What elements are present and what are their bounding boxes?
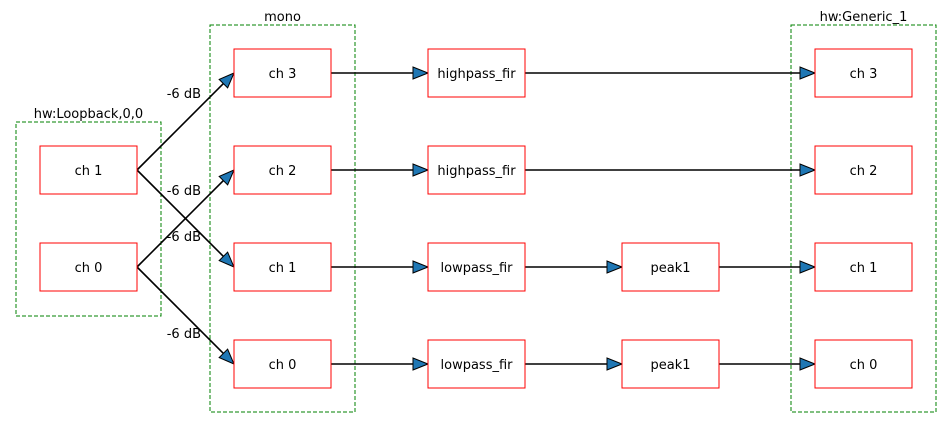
group-label-generic: hw:Generic_1 bbox=[820, 10, 908, 25]
edge-lb-ch0-to-mono-ch2 bbox=[136, 169, 235, 268]
edge-filter-1-to-peak-1 bbox=[525, 260, 624, 274]
node-out-ch3: ch 3 bbox=[814, 48, 913, 98]
node-box bbox=[233, 242, 332, 292]
node-label: ch 0 bbox=[850, 358, 878, 373]
node-out-ch1: ch 1 bbox=[814, 242, 913, 292]
node-box bbox=[39, 242, 138, 292]
arrow-head bbox=[218, 169, 235, 186]
arrow-head bbox=[218, 251, 235, 268]
group-box-mono bbox=[209, 24, 356, 413]
arrow-head bbox=[412, 163, 430, 177]
node-filter-1: lowpass_fir bbox=[427, 242, 526, 292]
node-filter-3: highpass_fir bbox=[427, 48, 526, 98]
node-box bbox=[233, 145, 332, 195]
node-mono-ch3: ch 3 bbox=[233, 48, 332, 98]
arrow-head bbox=[606, 260, 624, 274]
node-label: lowpass_fir bbox=[441, 358, 514, 373]
node-lb-ch1: ch 1 bbox=[39, 145, 138, 195]
node-filter-2: highpass_fir bbox=[427, 145, 526, 195]
node-label: highpass_fir bbox=[437, 67, 516, 82]
arrow-head bbox=[412, 260, 430, 274]
edge-mono-ch2-to-filter-2 bbox=[331, 163, 430, 177]
arrow-head bbox=[218, 72, 235, 89]
arrow-head bbox=[412, 66, 430, 80]
node-label: highpass_fir bbox=[437, 164, 516, 179]
arrow-head bbox=[799, 163, 817, 177]
gain-label: -6 dB bbox=[167, 327, 201, 342]
gain-label: -6 dB bbox=[167, 184, 201, 199]
node-box bbox=[621, 242, 720, 292]
arrow-head bbox=[412, 357, 430, 371]
node-box bbox=[427, 339, 526, 389]
arrow-head bbox=[799, 66, 817, 80]
group-box-generic bbox=[790, 24, 937, 413]
edge-filter-3-to-out-ch3 bbox=[525, 66, 817, 80]
node-mono-ch0: ch 0 bbox=[233, 339, 332, 389]
node-label: ch 2 bbox=[269, 164, 297, 179]
node-box bbox=[427, 242, 526, 292]
node-label: lowpass_fir bbox=[441, 261, 514, 276]
edge-lb-ch1-to-mono-ch3 bbox=[136, 72, 235, 171]
edge-line bbox=[136, 80, 227, 171]
node-box bbox=[233, 339, 332, 389]
arrow-head bbox=[799, 260, 817, 274]
node-filter-0: lowpass_fir bbox=[427, 339, 526, 389]
edge-filter-2-to-out-ch2 bbox=[525, 163, 817, 177]
node-lb-ch0: ch 0 bbox=[39, 242, 138, 292]
node-label: ch 3 bbox=[850, 67, 878, 82]
node-label: ch 0 bbox=[75, 261, 103, 276]
node-label: peak1 bbox=[650, 261, 690, 276]
node-mono-ch2: ch 2 bbox=[233, 145, 332, 195]
node-box bbox=[814, 48, 913, 98]
node-label: ch 1 bbox=[269, 261, 297, 276]
node-mono-ch1: ch 1 bbox=[233, 242, 332, 292]
node-out-ch0: ch 0 bbox=[814, 339, 913, 389]
group-box-loopback bbox=[15, 121, 162, 317]
arrow-head bbox=[799, 357, 817, 371]
edge-line bbox=[136, 177, 227, 268]
node-box bbox=[814, 242, 913, 292]
arrow-head bbox=[218, 348, 235, 365]
edge-mono-ch1-to-filter-1 bbox=[331, 260, 430, 274]
node-label: ch 2 bbox=[850, 164, 878, 179]
gain-label: -6 dB bbox=[167, 230, 201, 245]
node-box bbox=[814, 145, 913, 195]
edge-peak-0-to-out-ch0 bbox=[719, 357, 817, 371]
edge-peak-1-to-out-ch1 bbox=[719, 260, 817, 274]
node-label: ch 3 bbox=[269, 67, 297, 82]
edge-line bbox=[136, 169, 227, 260]
arrow-head bbox=[606, 357, 624, 371]
edge-lb-ch1-to-mono-ch1 bbox=[136, 169, 235, 268]
node-peak-1: peak1 bbox=[621, 242, 720, 292]
node-peak-0: peak1 bbox=[621, 339, 720, 389]
node-box bbox=[233, 48, 332, 98]
edge-line bbox=[136, 266, 227, 357]
node-box bbox=[427, 48, 526, 98]
edge-mono-ch3-to-filter-3 bbox=[331, 66, 430, 80]
gain-label: -6 dB bbox=[167, 87, 201, 102]
edge-filter-0-to-peak-0 bbox=[525, 357, 624, 371]
node-label: ch 0 bbox=[269, 358, 297, 373]
node-box bbox=[39, 145, 138, 195]
node-label: ch 1 bbox=[850, 261, 878, 276]
node-label: peak1 bbox=[650, 358, 690, 373]
node-label: ch 1 bbox=[75, 164, 103, 179]
edge-lb-ch0-to-mono-ch0 bbox=[136, 266, 235, 365]
edge-mono-ch0-to-filter-0 bbox=[331, 357, 430, 371]
node-box bbox=[427, 145, 526, 195]
node-box bbox=[621, 339, 720, 389]
group-label-mono: mono bbox=[264, 10, 301, 25]
node-box bbox=[814, 339, 913, 389]
group-label-loopback: hw:Loopback,0,0 bbox=[34, 107, 143, 122]
node-out-ch2: ch 2 bbox=[814, 145, 913, 195]
